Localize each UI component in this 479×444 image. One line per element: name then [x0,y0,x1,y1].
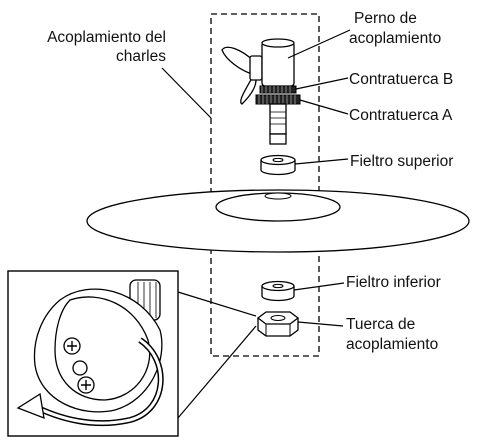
label-lock-nut-b: Contratuerca B [349,71,453,88]
clutch-nut [256,311,300,337]
upper-felt [260,154,296,176]
label-clutch-bolt-1: Perno de [354,10,417,27]
cymbal [86,189,470,253]
clutch-assembly-box [210,13,320,357]
label-clutch-nut-2: acoplamiento [346,336,438,353]
lock-nut-a [255,94,301,105]
label-clutch-nut-1: Tuerca de [346,316,415,333]
label-lock-nut-a: Contratuerca A [349,107,453,124]
label-hihat-clutch-2: charles [116,48,166,65]
label-clutch-bolt-2: acoplamiento [349,30,441,47]
label-hihat-clutch-1: Acoplamiento del [47,29,166,46]
inset-detail [7,270,257,437]
lock-nut-b [259,85,297,94]
label-lower-felt: Fieltro inferior [346,274,441,291]
clutch-shaft [269,103,287,145]
leader-lines [161,29,351,327]
clutch-bolt [221,38,295,105]
label-upper-felt: Fieltro superior [350,153,453,170]
lower-felt [261,280,295,302]
